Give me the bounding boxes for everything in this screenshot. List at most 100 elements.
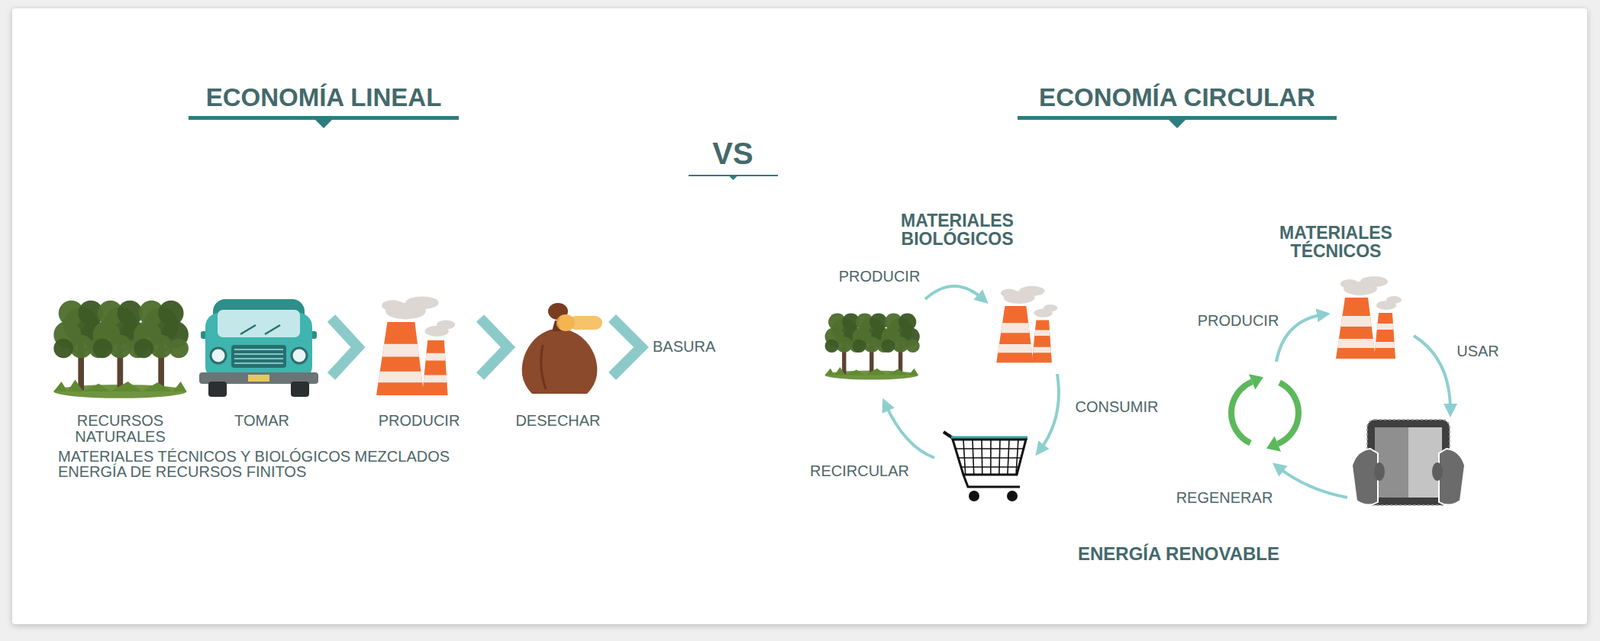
factory-icon-part — [997, 344, 1033, 353]
shopping-cart-icon-part — [955, 448, 1024, 450]
factory-icon-part — [1374, 341, 1395, 349]
tablet-icon-part — [1351, 448, 1378, 506]
factory-icon-part — [1032, 320, 1052, 364]
car-icon-part — [231, 345, 287, 368]
recycle-symbol — [1228, 374, 1302, 452]
factory-icon-part — [405, 296, 439, 310]
shopping-cart-icon-part — [952, 439, 1026, 475]
trash-bag-icon-part — [557, 317, 560, 329]
node-caption: TOMAR — [196, 412, 327, 430]
title-underline-part — [188, 116, 459, 120]
section-title: ECONOMÍA LINEAL — [206, 84, 442, 110]
factory-icon-part — [996, 306, 1033, 363]
factory-icon-part — [1000, 322, 1030, 333]
recycle-symbol-part — [1228, 379, 1254, 447]
node-caption-text: RECURSOS NATURALES — [74, 412, 166, 446]
factory-icon-part — [1374, 312, 1396, 359]
material-cycle-panel: MATERIALES TÉCNICOS — [1160, 223, 1512, 522]
shopping-cart-icon-part — [963, 439, 966, 475]
cycle-arrow — [925, 286, 984, 300]
title-underline — [188, 116, 459, 129]
factory-icon — [996, 286, 1058, 363]
node-caption-text: PRODUCIR — [378, 412, 461, 430]
factory-icon-part — [1377, 323, 1394, 330]
cycle-step-label: PRODUCIR — [838, 268, 921, 284]
cycle-step-label: RECIRCULAR — [809, 463, 910, 479]
cycle-arrow — [1039, 374, 1059, 451]
car-icon-part — [234, 353, 284, 355]
shopping-cart-icon-part — [1007, 439, 1010, 475]
factory-icon-part — [382, 344, 420, 358]
tree-cluster-part — [898, 313, 917, 332]
output-label: BASURA — [652, 338, 716, 355]
panel-heading-text: MATERIALES BIOLÓGICOS — [880, 211, 1034, 249]
factory-icon-part — [436, 320, 455, 330]
shopping-cart-icon-part — [1006, 490, 1018, 502]
energy-note: ENERGÍA RENOVABLE — [1077, 545, 1280, 564]
trash-bag-icon-part — [541, 345, 546, 390]
factory-icon — [376, 296, 455, 396]
node-caption: RECURSOS NATURALES — [53, 412, 188, 446]
step-node: PRODUCIR — [362, 293, 476, 430]
shopping-cart-icon — [943, 432, 1028, 502]
factory-icon — [1335, 276, 1402, 359]
tree-cluster-part — [906, 339, 920, 353]
car-icon-part — [234, 358, 284, 360]
chevron-arrow — [612, 318, 642, 377]
title-underline-part — [729, 176, 738, 181]
tree-cluster-part — [93, 338, 113, 359]
title-underline-part — [1168, 119, 1186, 129]
title-underline-part — [688, 174, 778, 177]
factory-icon-part — [1034, 330, 1050, 336]
tree-cluster-part — [168, 338, 189, 359]
factory-icon-part — [378, 371, 423, 383]
shopping-cart-icon-part — [999, 439, 1000, 475]
cycle-arrow — [885, 404, 935, 459]
resource-node: RECURSOS NATURALES — [53, 293, 188, 446]
recycle-symbol-part — [1276, 380, 1302, 448]
car-icon-part — [248, 374, 270, 382]
tree-cluster-part — [825, 339, 839, 353]
car-icon-part — [217, 309, 300, 338]
tablet-icon-part — [1374, 462, 1385, 481]
cycle-step-label: CONSUMIR — [1075, 399, 1159, 415]
factory-icon-part — [1000, 289, 1018, 298]
cycle-step-label: USAR — [1456, 343, 1500, 359]
tree-cluster-part — [880, 339, 895, 353]
panel-heading: MATERIALES TÉCNICOS — [1160, 223, 1512, 261]
tree-cluster — [53, 300, 189, 399]
factory-icon-part — [422, 340, 449, 396]
recycle-symbol-part — [1248, 374, 1264, 390]
chevron-connector — [480, 318, 508, 377]
factory-icon-part — [1360, 276, 1388, 288]
car-icon-part — [208, 381, 227, 397]
car-icon-part — [234, 362, 284, 365]
tree-cluster-part — [133, 338, 154, 359]
factory-icon-part — [381, 300, 404, 311]
shopping-cart-icon-part — [980, 439, 983, 475]
chevron-connector — [331, 318, 359, 377]
trash-bag-icon-part — [522, 329, 598, 394]
car-icon-part — [290, 381, 310, 397]
factory-icon-part — [425, 353, 446, 362]
shopping-cart-icon-part — [1016, 439, 1019, 475]
tablet-icon-part — [1367, 419, 1450, 506]
panel-heading: MATERIALES BIOLÓGICOS — [812, 211, 1103, 249]
factory-icon-part — [1340, 279, 1359, 289]
car-icon-part — [264, 325, 281, 335]
step-node: DESECHAR — [512, 293, 604, 430]
tablet-icon-part — [1432, 462, 1443, 481]
recycle-symbol-part — [1266, 436, 1281, 452]
tablet-icon — [1351, 419, 1465, 506]
panel-heading-text: MATERIALES TÉCNICOS — [1259, 223, 1413, 261]
node-caption: PRODUCIR — [362, 412, 476, 430]
tree-cluster-part — [158, 300, 184, 326]
tablet-icon-part — [1374, 427, 1442, 498]
versus-label: VS — [712, 138, 753, 169]
cycle-arrow — [1413, 335, 1451, 411]
car-icon — [199, 299, 319, 397]
note: MATERIALES TÉCNICOS Y BIOLÓGICOS MEZCLAD… — [58, 448, 450, 465]
car-icon-part — [210, 348, 226, 364]
cycle-step-label: REGENERAR — [1176, 490, 1274, 506]
